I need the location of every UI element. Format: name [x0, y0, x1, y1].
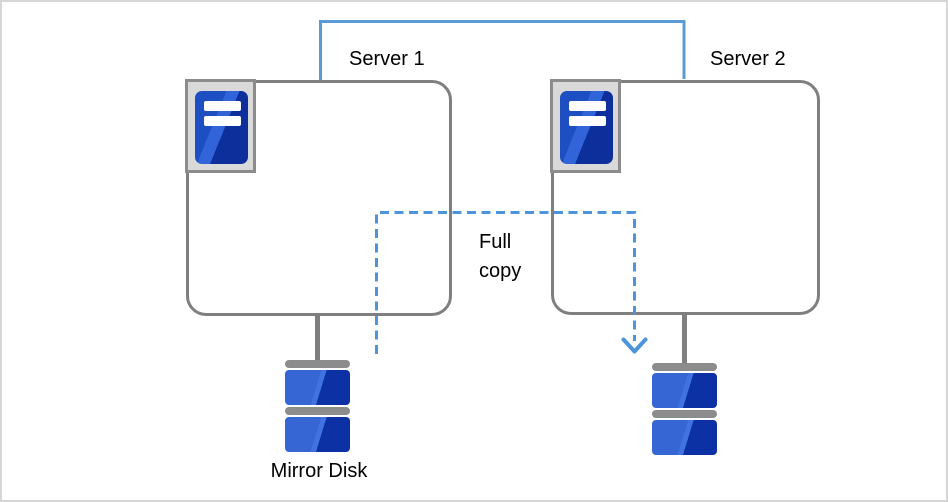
mirror-disk-label: Mirror Disk — [270, 460, 368, 482]
server-tower-icon — [550, 79, 621, 173]
server2-label: Server 2 — [710, 48, 786, 70]
server-tower-body — [560, 91, 613, 164]
full-copy-label: Full copy — [479, 231, 522, 282]
server1-label: Server 1 — [349, 48, 425, 70]
server-slot-bar — [204, 116, 241, 126]
disk-connector-line — [315, 314, 320, 362]
disk-cap — [285, 360, 350, 368]
disk-platter — [285, 417, 350, 452]
server-tower-icon — [185, 79, 256, 173]
server-tower-body — [195, 91, 248, 164]
disk-connector-line — [682, 313, 687, 365]
disk-cap — [285, 407, 350, 415]
disk-cap — [652, 363, 717, 371]
disk-platter — [652, 420, 717, 455]
disk-platter — [652, 373, 717, 408]
server-slot-bar — [569, 101, 606, 111]
server-slot-bar — [569, 116, 606, 126]
disk-platter — [285, 370, 350, 405]
server-slot-bar — [204, 101, 241, 111]
down-arrowhead-icon — [621, 337, 648, 354]
disk-cap — [652, 410, 717, 418]
